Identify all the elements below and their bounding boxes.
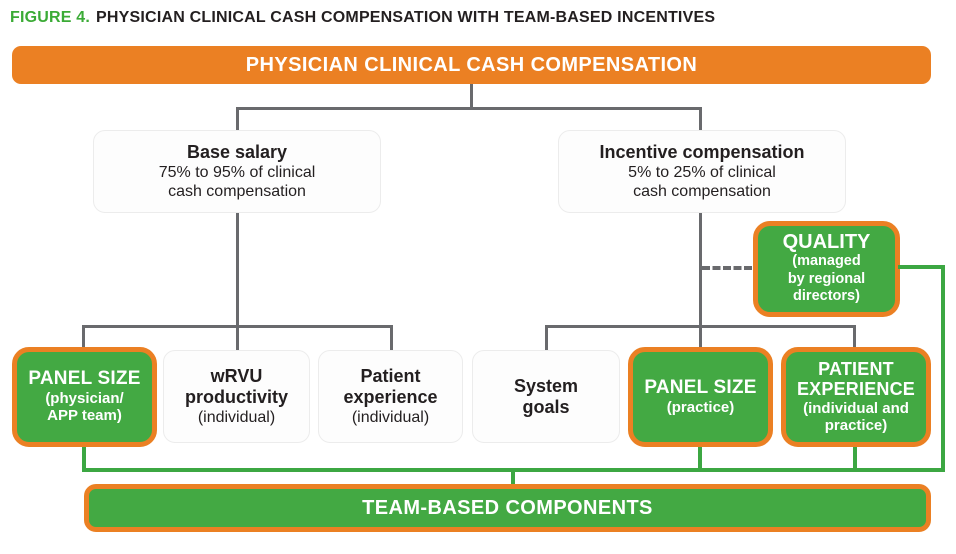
connector-panel-size-practice-stub (699, 325, 702, 349)
node-incentive-compensation: Incentive compensation 5% to 25% of clin… (558, 130, 846, 213)
connector-patient-experience-stub (853, 325, 856, 349)
root-node-label: PHYSICIAN CLINICAL CASH COMPENSATION (245, 53, 698, 76)
node-patient-experience-title: PATIENT EXPERIENCE (796, 358, 916, 399)
node-base-salary-title: Base salary (186, 141, 288, 162)
connector-root-split (236, 107, 702, 110)
node-system-goals: System goals (472, 350, 620, 443)
node-quality-subtitle: (managed by regional directors) (787, 253, 866, 305)
node-patient-exp-ind-subtitle: (individual) (351, 408, 430, 426)
node-incentive-subtitle: 5% to 25% of clinical cash compensation (628, 163, 776, 200)
connector-base-drop (236, 107, 239, 131)
node-panel-size-practice-title: PANEL SIZE (644, 376, 757, 398)
connector-incentive-drop (699, 107, 702, 131)
figure-caption: FIGURE 4. PHYSICIAN CLINICAL CASH COMPENS… (10, 9, 715, 27)
connector-root-drop (470, 84, 473, 109)
node-panel-size-team-subtitle: (physician/ APP team) (45, 390, 124, 425)
node-base-salary: Base salary 75% to 95% of clinical cash … (93, 130, 381, 213)
green-connector-right-vertical (941, 265, 945, 472)
node-wrvu-subtitle: (individual) (197, 408, 276, 426)
figure-title-text: PHYSICIAN CLINICAL CASH COMPENSATION WIT… (96, 9, 716, 26)
node-panel-size-team-title: PANEL SIZE (28, 368, 141, 390)
figure-number-label: FIGURE 4. (10, 9, 91, 26)
connector-quality-dashed (702, 266, 752, 270)
node-patient-experience-team: PATIENT EXPERIENCE (individual and pract… (781, 347, 931, 447)
connector-patient-exp-ind-stub (390, 325, 393, 352)
connector-system-goals-stub (545, 325, 548, 352)
node-wrvu-title: wRVU productivity (184, 366, 288, 407)
green-connector-bottom-horizontal (82, 468, 945, 472)
node-patient-experience-individual: Patient experience (individual) (318, 350, 463, 443)
connector-panel-size-team-stub (82, 325, 85, 349)
green-connector-banner-stub (511, 472, 515, 486)
node-wrvu-productivity: wRVU productivity (individual) (163, 350, 310, 443)
connector-wrvu-stub (236, 325, 239, 352)
green-connector-panel-team-drop (82, 447, 86, 472)
node-panel-size-practice-subtitle: (practice) (666, 398, 735, 416)
connector-base-trunk (236, 213, 239, 328)
root-node-physician-clinical-cash-compensation: PHYSICIAN CLINICAL CASH COMPENSATION (12, 46, 931, 84)
node-panel-size-team: PANEL SIZE (physician/ APP team) (12, 347, 157, 447)
node-quality-title: QUALITY (782, 231, 871, 254)
node-base-salary-subtitle: 75% to 95% of clinical cash compensation (158, 163, 316, 200)
node-patient-experience-subtitle: (individual and practice) (803, 399, 909, 434)
green-connector-panel-practice-drop (698, 447, 702, 472)
node-system-goals-title: System goals (513, 375, 579, 417)
node-quality: QUALITY (managed by regional directors) (753, 221, 900, 317)
node-patient-exp-ind-title: Patient experience (343, 366, 438, 407)
node-panel-size-practice: PANEL SIZE (practice) (628, 347, 773, 447)
node-incentive-title: Incentive compensation (599, 141, 805, 162)
green-connector-quality-right (898, 265, 945, 269)
connector-incentive-trunk (699, 213, 702, 328)
footer-node-team-based-components: TEAM-BASED COMPONENTS (84, 484, 931, 532)
footer-node-label: TEAM-BASED COMPONENTS (362, 496, 653, 519)
green-connector-patient-exp-drop (853, 447, 857, 472)
